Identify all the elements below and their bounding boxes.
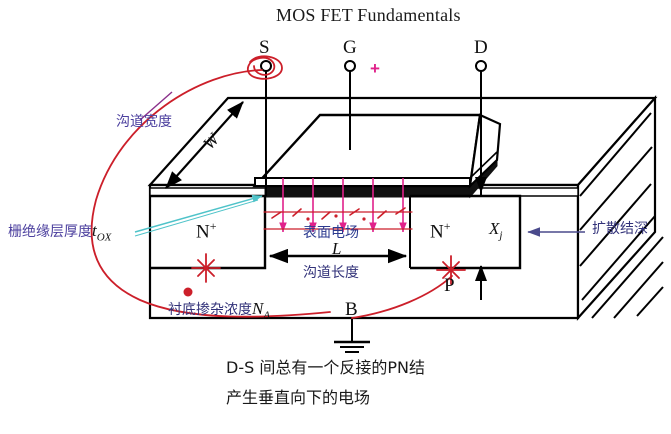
page-title: MOS FET Fundamentals [276, 5, 461, 25]
surface-field-lines [279, 178, 407, 232]
caption-line-2: 产生垂直向下的电场 [226, 388, 371, 407]
oxide-thickness-symbol: t [92, 221, 97, 240]
channel-width-dimension [165, 101, 244, 189]
region-label-p-substrate: P [444, 275, 455, 296]
doping-symbol: N [252, 299, 264, 318]
xj-sub: j [499, 229, 503, 242]
region-label-drain-nplus: N+ [430, 220, 451, 241]
xj-letter: X [489, 219, 500, 238]
annotation-substrate-doping: 衬底掺杂浓度NA [168, 300, 270, 321]
body-terminal-ground [334, 318, 370, 353]
terminal-label-gate: G [343, 37, 357, 58]
annotation-channel-width: 沟道宽度 [116, 114, 172, 130]
channel-width-leader [139, 91, 173, 121]
terminal-label-body: B [345, 299, 358, 320]
terminal-leads [260, 60, 487, 196]
dimension-label-L: L [332, 239, 342, 258]
gate-polarity-plus: + [370, 59, 380, 78]
red-annotation-overlay [90, 55, 466, 319]
substrate-right-face-hatching [579, 112, 664, 319]
doping-sub: A [263, 309, 271, 322]
nplus-letter-source: N [196, 221, 210, 243]
channel-region [264, 196, 411, 268]
dimension-label-Xj: Xj [489, 220, 502, 241]
terminal-label-drain: D [474, 37, 488, 58]
terminal-label-source: S [259, 37, 270, 58]
oxide-thickness-sub: OX [96, 231, 112, 244]
annotation-channel-length: 沟道长度 [303, 265, 359, 281]
nplus-sup-drain: + [443, 219, 451, 233]
caption-line-1: D-S 间总有一个反接的PN结 [226, 358, 425, 377]
annotation-junction-depth: 扩散结深 [592, 221, 648, 237]
oxide-thickness-text: 栅绝缘层厚度 [8, 224, 92, 240]
region-label-source-nplus: N+ [196, 220, 217, 241]
annotation-surface-field: 表面电场 [303, 225, 359, 241]
nplus-letter-drain: N [430, 221, 444, 243]
annotation-gate-oxide-thickness: 栅绝缘层厚度tOX [8, 222, 111, 243]
inversion-charge-marks [263, 207, 413, 230]
nplus-sup-source: + [209, 219, 217, 233]
oxide-thickness-leader [134, 194, 263, 237]
substrate-doping-text: 衬底掺杂浓度 [168, 302, 252, 318]
gate-electrode-plate [252, 113, 502, 190]
